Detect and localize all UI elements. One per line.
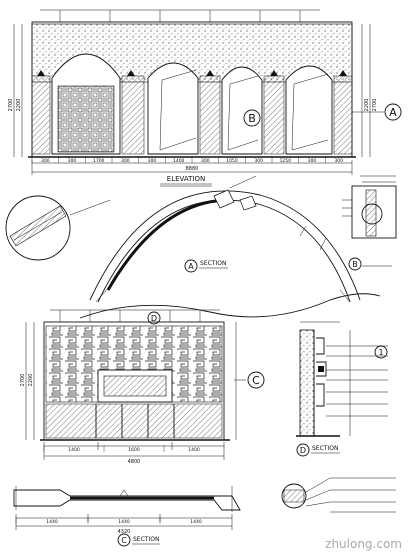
section-d-tag-1: 1: [378, 348, 383, 357]
plan-c-total: 4320: [118, 529, 131, 535]
elevation-dim-1: 300: [41, 158, 50, 164]
elevation-dim-11: 300: [308, 158, 317, 164]
plan-c-dim-1: 1440: [46, 519, 58, 525]
elevation-dim-5: 300: [148, 158, 157, 164]
plan-c-dim-3: 1440: [190, 519, 202, 525]
section-a-drawing: [5, 175, 397, 319]
section-a-tag-circle: [184, 259, 198, 273]
section-d-tag: D: [300, 446, 306, 455]
elevation-c-height-2: 2700: [20, 374, 26, 387]
section-a-tag: A: [188, 262, 194, 271]
elevation-height-left-2: 2700: [8, 99, 14, 112]
elevation-tag-a-circle: [384, 103, 402, 121]
elevation-dim-9: 300: [254, 158, 263, 164]
section-d-tag-1-circle: [374, 345, 388, 359]
elevation-c-tag-d: D: [151, 314, 157, 323]
elevation-height-left-1: 2200: [16, 99, 22, 112]
section-d-title: SECTION: [312, 445, 338, 452]
section-d-drawing: [296, 321, 388, 437]
elevation-dim-12: 300: [334, 158, 343, 164]
elevation-dim-8: 1050: [226, 158, 238, 164]
plan-c-tag-circle: [117, 533, 131, 547]
watermark: zhulong.com: [325, 537, 402, 551]
elevation-c-tag-c: C: [252, 374, 260, 387]
section-a-title: SECTION: [200, 260, 226, 267]
elevation-dim-7: 300: [201, 158, 210, 164]
elevation-total-dimension: 8880: [186, 166, 199, 172]
elevation-height-dims: [13, 24, 371, 157]
elevation-c-dim-2: 1600: [128, 447, 140, 453]
elevation-height-right-2: 2700: [372, 99, 378, 112]
elevation-c-dim-3: 1400: [188, 447, 200, 453]
plan-c-title: SECTION: [133, 536, 159, 543]
elevation-drawing: [28, 9, 356, 158]
elevation-dim-4: 300: [121, 158, 130, 164]
elevation-tag-b-circle: [243, 109, 261, 127]
elevation-c-dimension-labels: 1400 1600 1400: [43, 445, 200, 453]
detail-bottom-right: [281, 477, 396, 513]
elevation-c-total: 4800: [128, 459, 141, 465]
elevation-c-tag-c-circle: [247, 371, 265, 389]
elevation-tag-a: A: [389, 106, 397, 119]
section-b-tag: B: [352, 260, 358, 269]
elevation-tag-b: B: [248, 112, 256, 125]
section-d-tag-circle: [296, 443, 310, 457]
elevation-c-dim-1: 1400: [68, 447, 80, 453]
plan-c-tag: C: [121, 536, 127, 545]
plan-c-dimension-labels: 1440 1440 1440: [15, 517, 202, 525]
elevation-c-tag-d-circle: [147, 311, 161, 325]
elevation-dim-3: 1700: [93, 158, 105, 164]
elevation-dim-6: 1400: [173, 158, 185, 164]
elevation-dim-2: 300: [68, 158, 77, 164]
elevation-c-drawing: [25, 309, 246, 460]
plan-c-dim-2: 1440: [118, 519, 130, 525]
elevation-dim-10: 1250: [280, 158, 292, 164]
section-b-tag-circle: [348, 257, 362, 271]
elevation-c-height-1: 2200: [28, 374, 34, 387]
elevation-dimension-labels: 300 300 1700 300 300 1400 300 1050 300 1250 300 300: [31, 156, 343, 164]
elevation-title: ELEVATION: [167, 175, 205, 183]
elevation-height-right-1: 2200: [364, 99, 370, 112]
